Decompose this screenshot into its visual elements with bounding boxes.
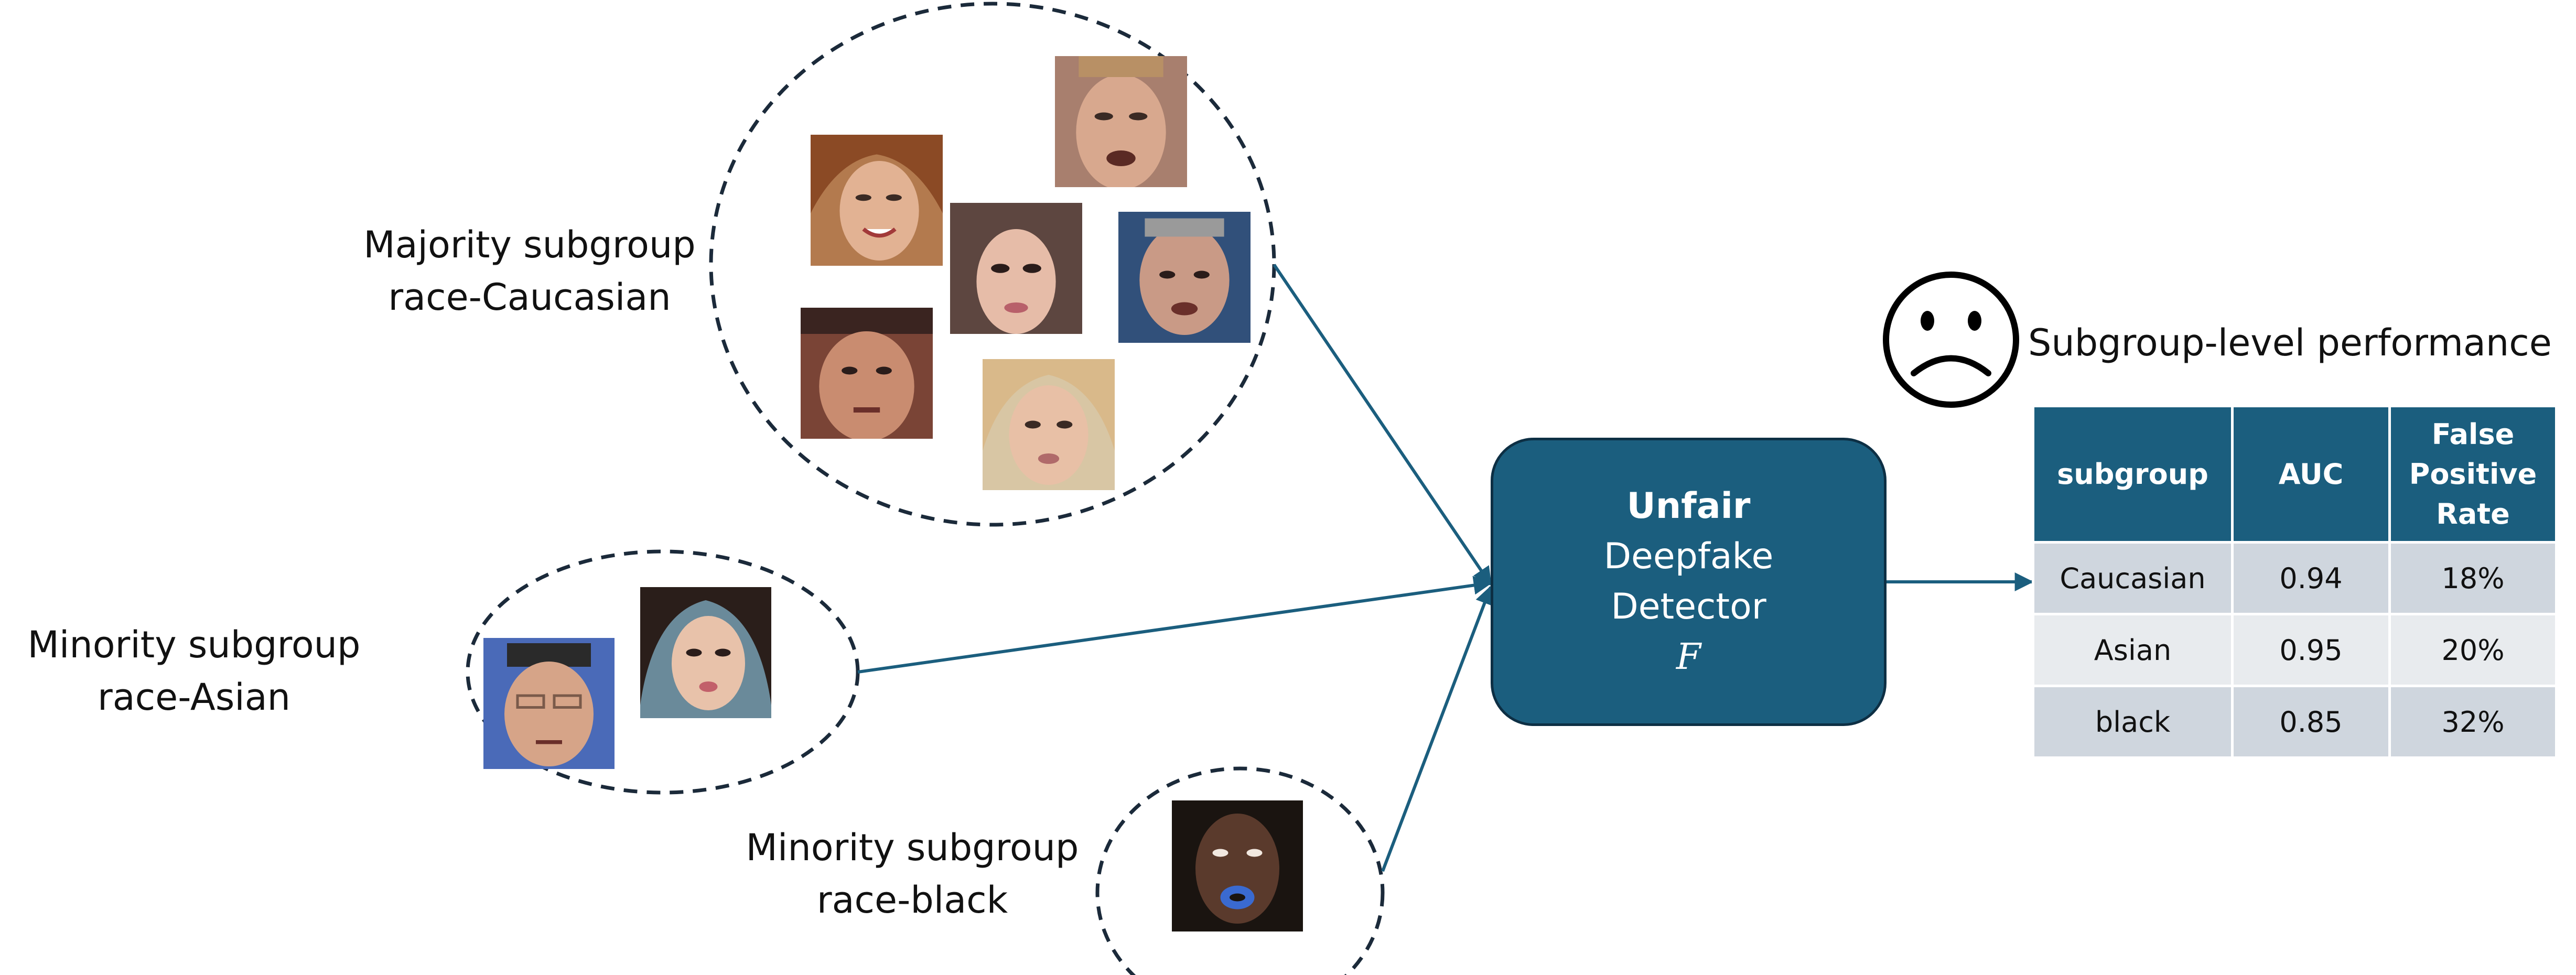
table-row: black 0.85 32%	[2032, 685, 2558, 759]
black-group-line2: race-black	[816, 879, 1008, 922]
table-row: Asian 0.95 20%	[2032, 613, 2558, 687]
fpr-cell: 18%	[2388, 541, 2558, 615]
subgroup-cell: black	[2032, 685, 2234, 759]
performance-table: subgroup AUC False Positive Rate Caucasi…	[2032, 405, 2558, 759]
fpr-cell: 32%	[2388, 685, 2558, 759]
frowning-face-icon	[1883, 272, 2019, 408]
detector-title: Unfair	[1626, 485, 1751, 527]
asian-group-line2: race-Asian	[97, 676, 290, 719]
black-group-outline	[1095, 766, 1385, 975]
auc-cell: 0.85	[2231, 685, 2391, 759]
face-photo	[811, 135, 943, 266]
black-to-detector-arrow	[1381, 585, 1494, 872]
caucasian-to-detector-arrow	[1273, 264, 1492, 586]
face-photo	[640, 587, 771, 718]
auc-cell: 0.94	[2231, 541, 2391, 615]
face-photo	[483, 638, 615, 769]
detector-line2: Detector	[1611, 586, 1766, 627]
caucasian-group-label: Majority subgroup race-Caucasian	[346, 219, 713, 323]
subgroup-cell: Asian	[2032, 613, 2234, 687]
face-photo	[801, 308, 933, 439]
asian-group-line1: Minority subgroup	[27, 623, 361, 666]
face-photo	[1055, 56, 1187, 187]
caucasian-group-line1: Majority subgroup	[363, 223, 696, 266]
face-photo	[950, 203, 1082, 334]
unfair-deepfake-detector: Unfair Deepfake Detector F	[1491, 438, 1887, 726]
column-header-auc: AUC	[2231, 405, 2391, 544]
face-photo	[983, 359, 1115, 490]
face-photo	[1118, 212, 1251, 343]
subgroup-cell: Caucasian	[2032, 541, 2234, 615]
asian-to-detector-arrow	[857, 576, 1493, 674]
caucasian-group-outline	[709, 2, 1276, 527]
column-header-subgroup: subgroup	[2032, 405, 2234, 544]
detector-symbol: F	[1676, 636, 1701, 678]
column-header-false-positive-rate: False Positive Rate	[2388, 405, 2558, 544]
performance-title: Subgroup-level performance	[2028, 321, 2552, 364]
table-header-row: subgroup AUC False Positive Rate	[2032, 405, 2558, 544]
fpr-cell: 20%	[2388, 613, 2558, 687]
caucasian-group-line2: race-Caucasian	[388, 276, 671, 319]
detector-line1: Deepfake	[1603, 536, 1774, 577]
table-row: Caucasian 0.94 18%	[2032, 541, 2558, 615]
auc-cell: 0.95	[2231, 613, 2391, 687]
face-photo	[1172, 800, 1303, 931]
black-group-label: Minority subgroup race-black	[729, 821, 1096, 926]
asian-group-label: Minority subgroup race-Asian	[10, 619, 378, 723]
black-group-line1: Minority subgroup	[746, 826, 1079, 869]
